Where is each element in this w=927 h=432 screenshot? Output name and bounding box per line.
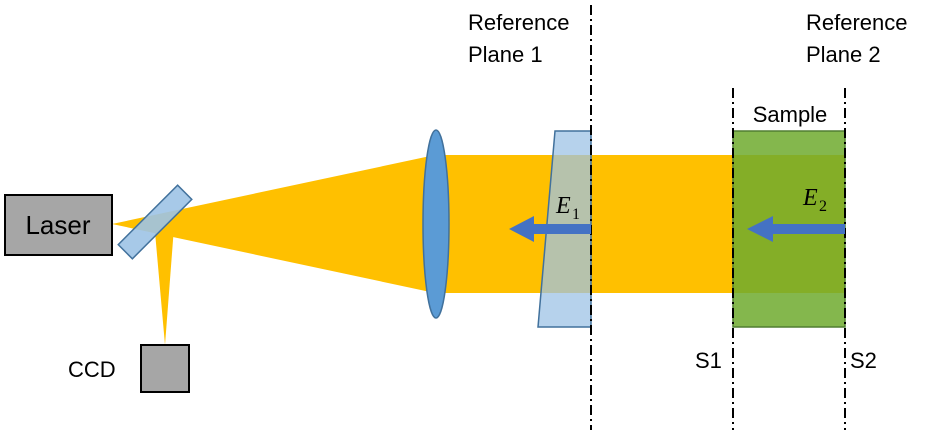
lens	[422, 129, 450, 319]
diverging-beam	[112, 155, 435, 293]
reference-plane-2-label-line2: Plane 2	[806, 42, 881, 67]
laser-label: Laser	[25, 210, 90, 240]
reference-plane-1-label-line1: Reference	[468, 10, 570, 35]
field-1-arrow	[509, 216, 591, 242]
s2-label: S2	[850, 348, 877, 373]
sample-label: Sample	[753, 102, 828, 127]
ccd-box	[140, 344, 190, 393]
svg-text:2: 2	[819, 198, 827, 215]
svg-text:1: 1	[572, 206, 580, 223]
reference-plane-1-label-line2: Plane 1	[468, 42, 543, 67]
ccd-label: CCD	[68, 357, 116, 382]
svg-text:E: E	[802, 185, 818, 211]
reflected-beam-to-ccd	[155, 214, 175, 345]
svg-text:E: E	[555, 193, 571, 219]
beam-splitter	[117, 184, 193, 260]
field-2-label: E 2	[802, 185, 827, 215]
field-2-arrow	[747, 216, 845, 242]
laser-box	[4, 194, 113, 256]
reference-plane-2-label-line1: Reference	[806, 10, 908, 35]
field-1-label: E 1	[555, 193, 580, 223]
s1-label: S1	[695, 348, 722, 373]
